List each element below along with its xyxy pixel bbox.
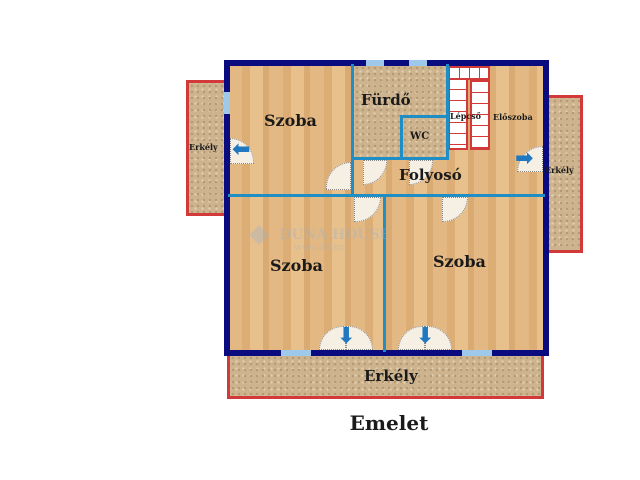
outer-wall: [224, 350, 549, 356]
watermark-logo-icon: [249, 224, 269, 245]
room-label-eloszoba: Előszoba: [493, 112, 533, 122]
watermark-url: www.dh.hu: [294, 243, 345, 253]
arrow-right-icon: ➡: [515, 146, 534, 171]
inner-wall: [383, 194, 386, 352]
window: [281, 350, 311, 356]
watermark: DUNA HOUSE www.dh.hu: [249, 224, 391, 253]
balcony-left: [186, 80, 227, 216]
balcony-bottom: [227, 352, 544, 399]
inner-wall: [228, 194, 545, 197]
inner-wall: [446, 64, 449, 160]
staircase: [448, 66, 490, 80]
room-label-erkely: Erkély: [189, 142, 218, 152]
room-label-furdo: Fürdő: [361, 91, 411, 109]
room-label-szoba: Szoba: [270, 256, 323, 275]
room-label-folyoso: Folyosó: [399, 166, 462, 184]
outer-wall: [543, 60, 549, 356]
window: [462, 350, 492, 356]
room-label-erkely: Erkély: [545, 165, 574, 175]
arrow-down-icon: ⬇: [337, 324, 356, 349]
inner-wall: [400, 115, 403, 160]
room-label-szoba: Szoba: [433, 252, 486, 271]
arrow-down-icon: ⬇: [416, 324, 435, 349]
outer-wall: [224, 60, 549, 66]
watermark-brand: DUNA HOUSE: [279, 227, 391, 243]
room-label-lepcso: Lépcső: [450, 111, 482, 121]
balcony-right: [543, 95, 583, 253]
window: [366, 60, 384, 66]
window: [409, 60, 427, 66]
room-label-wc: WC: [410, 131, 430, 142]
room-label-erkely: Erkély: [364, 367, 418, 385]
staircase: [448, 66, 468, 150]
inner-wall: [400, 115, 449, 118]
window: [224, 92, 230, 114]
arrow-left-icon: ⬅: [232, 137, 251, 162]
inner-wall: [351, 64, 354, 197]
room-label-szoba: Szoba: [264, 111, 317, 130]
floor-title: Emelet: [349, 411, 429, 435]
staircase: [470, 80, 490, 150]
outer-wall: [224, 60, 230, 356]
